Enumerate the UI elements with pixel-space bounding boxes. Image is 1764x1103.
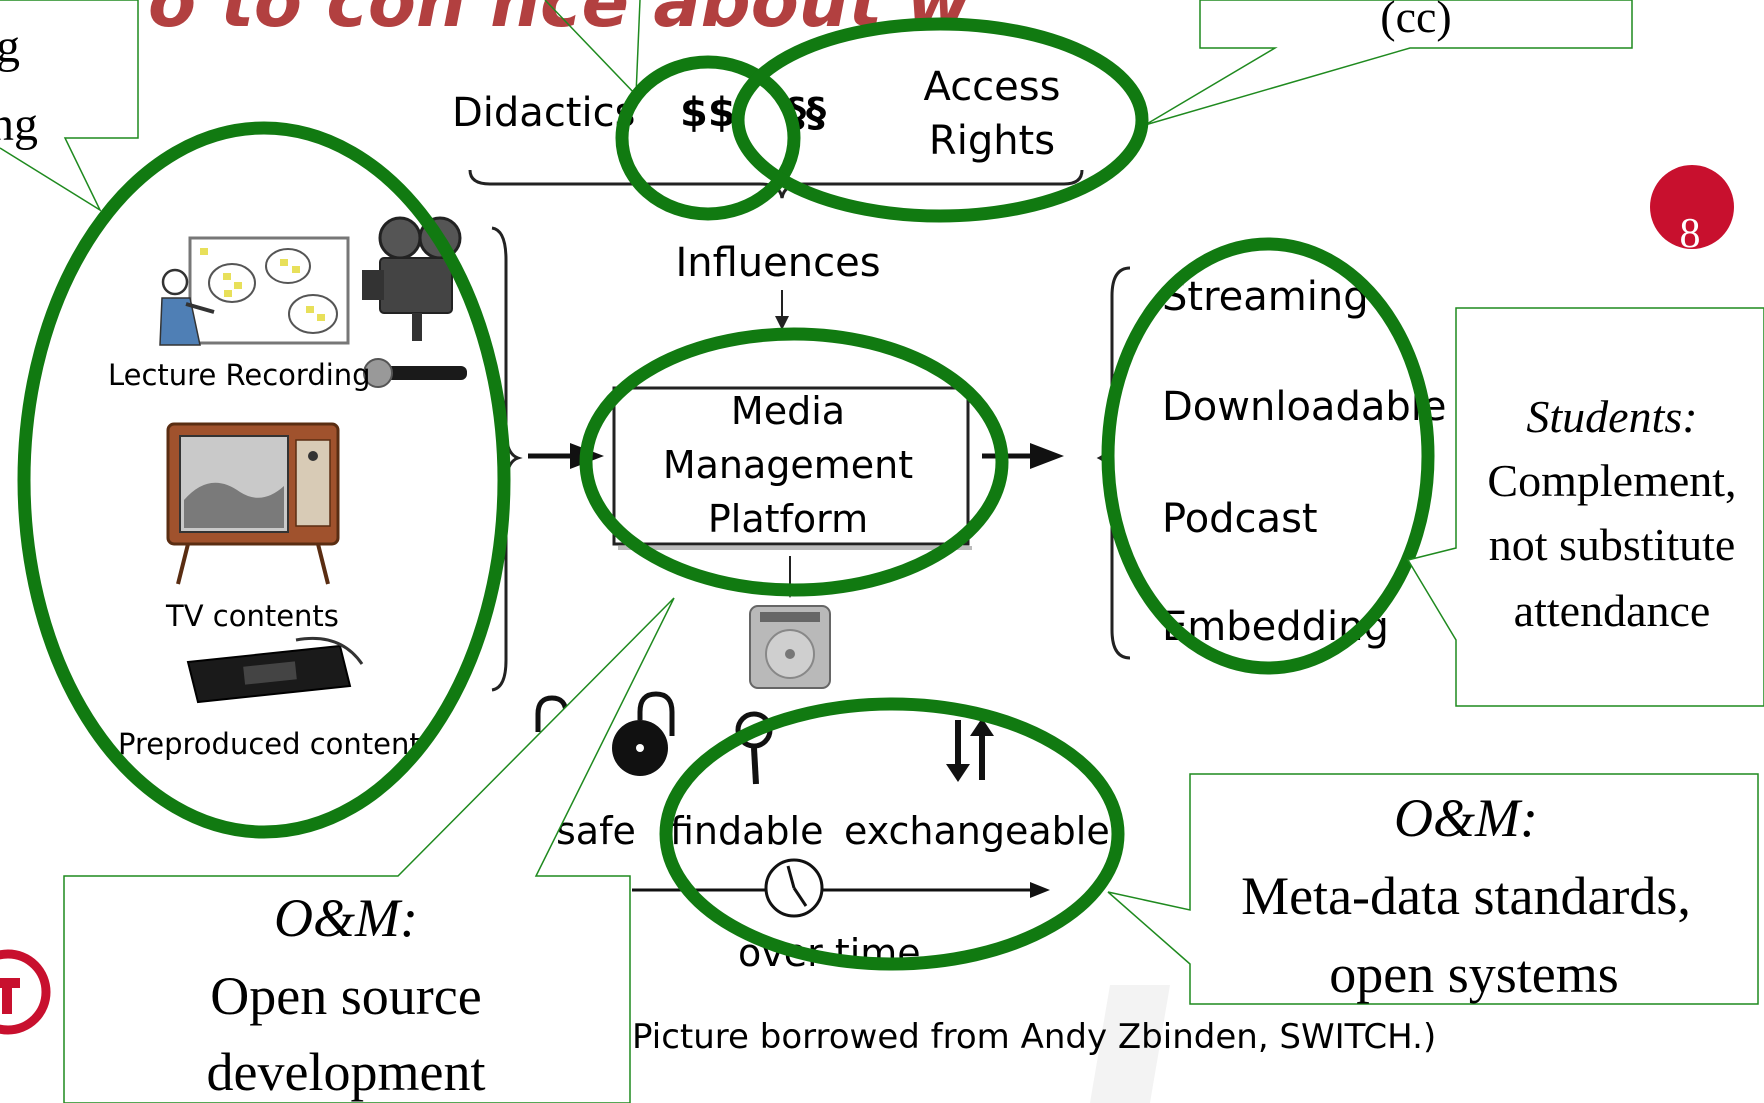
output-streaming: Streaming [1162,274,1369,320]
tv-icon [166,422,340,585]
callout-top-left-line2: ng [0,98,38,151]
influence-money: $$ [680,90,736,136]
platform-line2: Management [663,443,913,487]
whiteboard-icon [188,236,350,345]
callout-students-heading: Students: [1526,391,1697,442]
film-camera-icon [362,216,462,341]
callout-students-line1: Complement, [1487,455,1736,506]
watermark-shape [1090,985,1170,1103]
callout-top-right: (cc) [1144,0,1633,126]
callout-om-metadata: O&M: Meta-data standards, open systems [1107,773,1759,1005]
clock-icon [764,858,824,918]
highlight-properties [659,697,1125,971]
platform-box: Media Management Platform [612,386,972,550]
logo-partial [0,949,51,1035]
microphone-icon [363,358,467,388]
callout-top-left: g ng [0,0,139,213]
highlight-platform [579,327,1009,597]
callout-om-metadata-line1: Meta-data standards, [1241,866,1691,926]
highlight-access-rights [731,17,1149,223]
callout-students: Students: Complement, not substitute att… [1406,307,1764,707]
picture-caption: Picture borrowed from Andy Zbinden, SWIT… [632,1017,1436,1057]
properties-group: safe findable exchangeable over time [535,691,1110,975]
influences-arrow-head [775,316,789,330]
inputs-group: Lecture Recording TV contents Preproduce… [108,216,523,761]
property-exchangeable: exchangeable [844,809,1110,853]
callout-pointer-dollar [544,0,637,96]
highlight-outputs [1101,237,1435,675]
vhs-tape-icon [186,636,364,704]
outputs-group: Streaming Downloadable Podcast Embedding [1096,266,1446,660]
highlight-ellipses [17,17,1435,971]
property-findable: findable [670,809,823,853]
influence-didactics: Didactics [452,90,635,136]
callout-students-line3: attendance [1514,585,1711,636]
inputs-brace [491,226,523,692]
callout-pointer-dollar-2 [635,0,641,96]
outputs-brace [1096,266,1131,660]
platform-line3: Platform [708,497,868,541]
highlight-inputs [17,121,511,839]
callout-top-right-text: (cc) [1380,0,1451,42]
platform-line1: Media [731,389,845,433]
callout-students-line2: not substitute [1489,519,1736,570]
hard-drive-icon [749,605,831,689]
callout-om-open-source-line1: Open source [210,966,481,1026]
page-number-badge: 8 [1650,165,1734,257]
influence-rights: Rights [929,118,1055,164]
output-downloadable: Downloadable [1162,384,1446,430]
timeline-arrow-head [1030,882,1050,898]
input-lecture-recording: Lecture Recording [108,358,371,392]
influences-group: Didactics $$ §§ Access Rights Influences [452,64,1084,330]
influences-brace [468,169,1084,199]
callout-om-open-source-heading: O&M: [274,888,418,948]
influences-label: Influences [675,240,880,286]
property-safe: safe [556,809,636,853]
highlight-money [615,55,801,221]
callout-om-metadata-heading: O&M: [1394,788,1538,848]
input-preproduced-content: Preproduced content [118,727,421,761]
presenter-icon [159,268,215,346]
page-number: 8 [1680,211,1701,257]
output-podcast: Podcast [1162,496,1318,542]
callout-om-open-source: O&M: Open source development [63,597,675,1103]
callout-om-open-source-line2: development [207,1042,486,1102]
arrow-out-of-platform-head [1030,443,1064,469]
callout-top-left-line1: g [0,20,20,73]
callout-om-metadata-line2: open systems [1329,944,1619,1004]
exchange-arrows-icon [946,718,994,782]
input-tv-contents: TV contents [165,599,339,633]
influence-access: Access [924,64,1061,110]
